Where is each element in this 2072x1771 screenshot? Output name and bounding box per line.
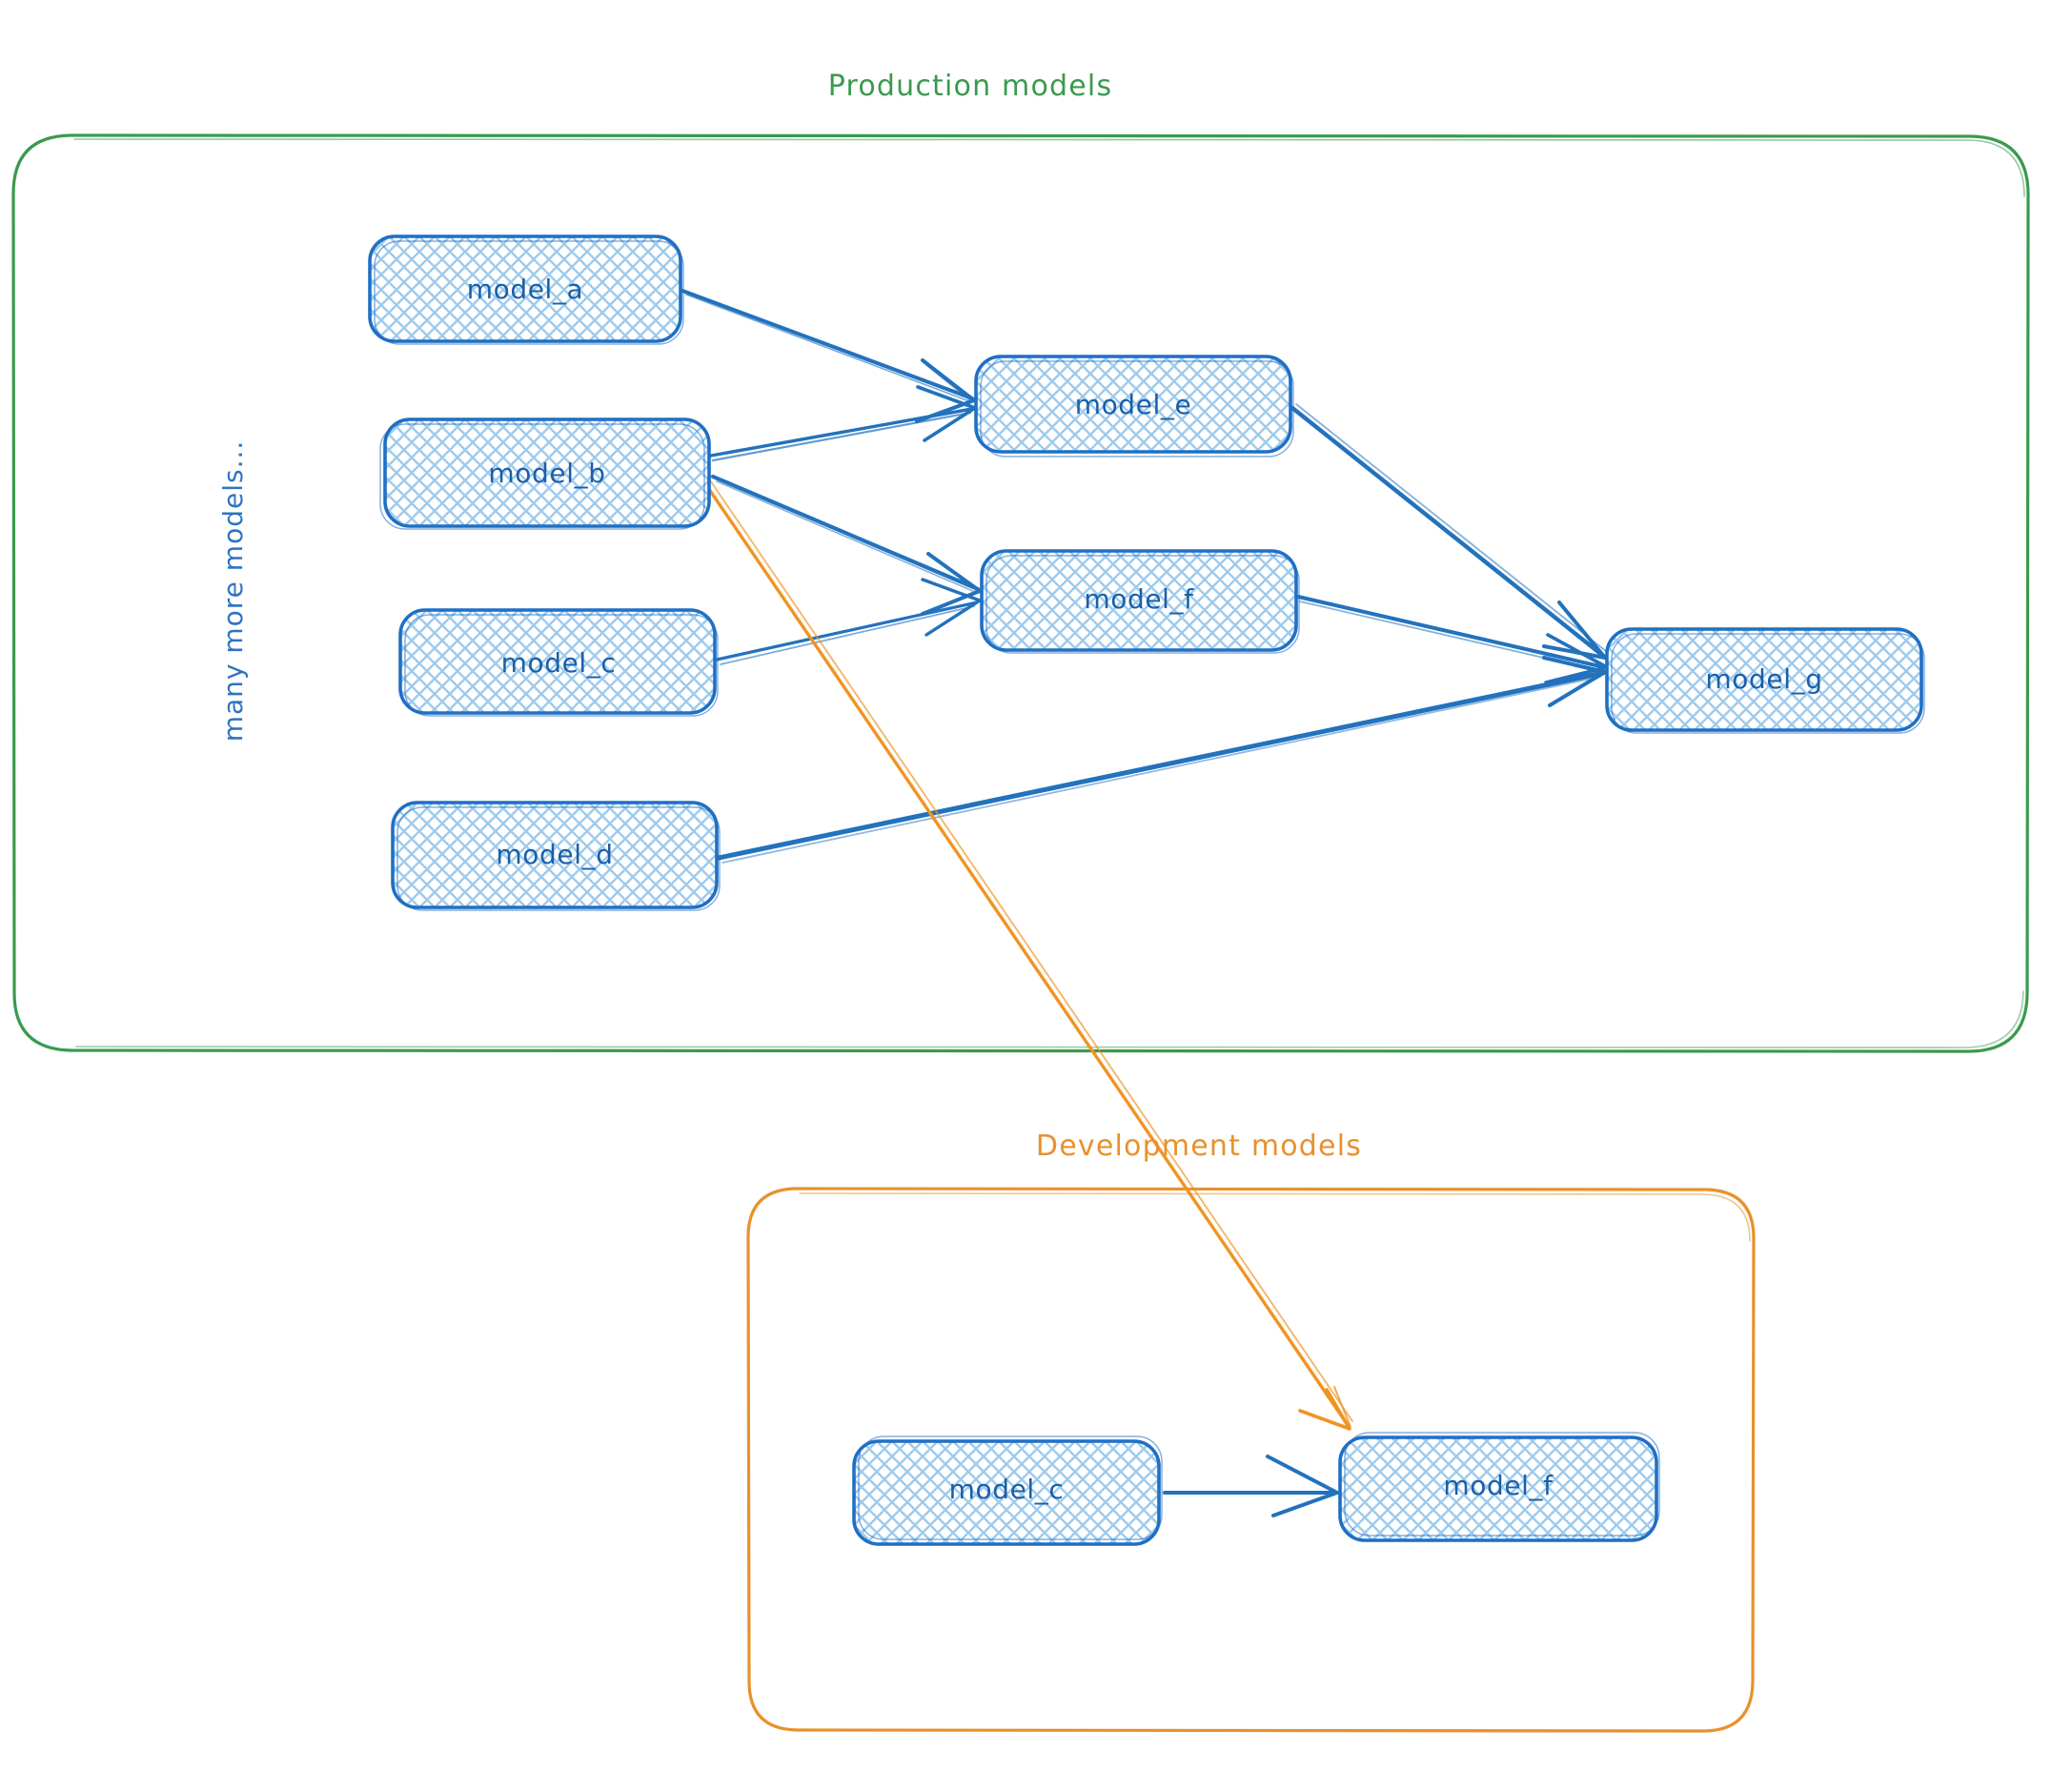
node-label: model_c [949,1474,1065,1505]
node-label: model_d [496,839,613,870]
edge-model-c-to-model-f [715,578,982,665]
node-label: model_a [467,274,584,305]
node-prod-model-f[interactable]: model_f [980,549,1300,654]
node-prod-model-c[interactable]: model_c [398,608,719,717]
edge-model-e-to-model-g [1290,403,1608,660]
node-label: model_f [1443,1470,1554,1501]
many-more-models-note: many more models... [217,440,249,743]
development-boundary-sketch [799,1192,1751,1242]
edge-prod-model-b-to-dev-model-f [701,477,1353,1431]
development-boundary [746,1187,1756,1733]
node-label: model_e [1075,389,1192,420]
group-production[interactable] [11,133,2030,1053]
node-dev-model-f[interactable]: model_f [1338,1432,1660,1542]
node-prod-model-g[interactable]: model_g [1605,627,1925,734]
node-label: model_b [488,458,605,489]
edge-model-a-to-model-e [681,289,976,423]
node-prod-model-b[interactable]: model_b [379,417,711,530]
edge-dev-model-c-to-dev-model-f [1163,1455,1339,1517]
production-boundary [11,133,2030,1053]
node-prod-model-a[interactable]: model_a [368,234,684,345]
node-dev-model-c[interactable]: model_c [852,1435,1163,1546]
edge-model-f-to-model-g [1296,595,1609,684]
node-label: model_f [1084,583,1194,615]
node-label: model_g [1705,663,1822,695]
arrowhead-icon [1298,1388,1351,1431]
production-boundary-sketch [73,138,2025,197]
production-boundary-sketch2 [75,990,2024,1048]
production-group-label: Production models [828,70,1113,103]
node-prod-model-d[interactable]: model_d [391,801,721,911]
group-development[interactable] [746,1187,1756,1733]
arrowhead-icon [921,552,982,616]
arrowhead-icon [921,578,982,637]
node-prod-model-e[interactable]: model_e [974,355,1294,458]
edge-model-b-to-model-f [710,474,982,616]
arrowhead-icon [1542,601,1607,660]
arrowhead-icon [1266,1455,1339,1517]
development-group-label: Development models [1036,1130,1362,1163]
edge-model-b-to-model-e [709,385,977,462]
node-label: model_c [501,647,617,679]
